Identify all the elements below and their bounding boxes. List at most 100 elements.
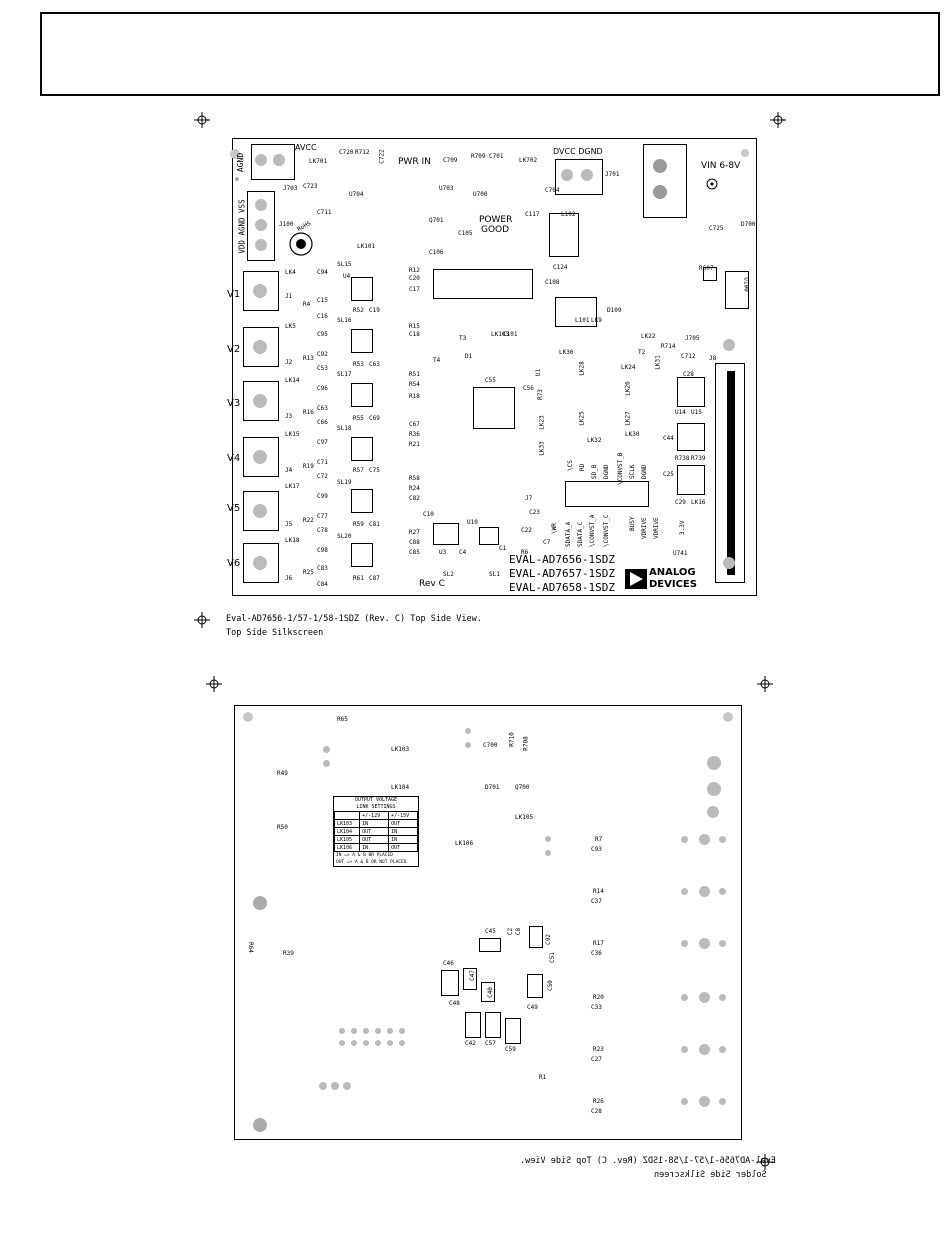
part-label: SL2	[443, 571, 454, 578]
header-frame	[40, 12, 940, 96]
ic-u10	[433, 523, 459, 545]
ch-v5-bnc	[243, 491, 279, 531]
part-label: LK701	[309, 158, 328, 165]
model-line-1: EVAL-AD7656-1SDZ	[509, 553, 615, 566]
signal-label: \CONVST_A	[589, 514, 596, 547]
signal-label: SDATA_C	[577, 521, 584, 547]
part-label: C94	[317, 269, 328, 276]
signal-label: SD_B	[591, 464, 598, 479]
part-label: SL20	[337, 533, 352, 540]
link-settings-table: OUTPUT VOLTAGE LINK SETTINGS +/-12V+/-15…	[333, 796, 419, 867]
cap-c48	[441, 970, 459, 996]
part-label: R36	[409, 431, 420, 438]
part-label: C81	[369, 521, 380, 528]
part-label: C44	[663, 435, 674, 442]
part-label: R26	[593, 1098, 604, 1105]
part-label: C57	[485, 1040, 496, 1047]
ch-v3-bnc	[243, 381, 279, 421]
part-label: C709	[443, 157, 458, 164]
part-label: LK101	[357, 243, 376, 250]
model-line-2: EVAL-AD7657-1SDZ	[509, 567, 615, 580]
channel-link-label: LK15	[285, 431, 300, 438]
amp-ic-v3	[351, 383, 373, 407]
part-label: R58	[409, 475, 420, 482]
registration-mark-icon	[194, 112, 210, 128]
part-label: C20	[409, 275, 420, 282]
diode-d700	[703, 267, 717, 281]
channel-jack-label: J6	[285, 575, 293, 582]
part-label: C7	[543, 539, 551, 546]
part-label: R714	[661, 343, 676, 350]
part-label: R61	[353, 575, 364, 582]
part-label: LK31	[654, 355, 662, 370]
table-cell: IN	[388, 835, 418, 844]
part-label: LK33	[538, 441, 546, 456]
part-label: L101	[575, 317, 590, 324]
part-label: R57	[353, 467, 364, 474]
signal-label: \CS	[567, 460, 574, 471]
part-label: U15	[691, 409, 702, 416]
dvcc-dgnd-label: DVCC DGND	[553, 147, 603, 156]
part-label: C108	[545, 279, 560, 286]
part-label: U14	[675, 409, 686, 416]
vdd-agnd-vss-connector	[247, 191, 275, 261]
part-label: R19	[303, 463, 314, 470]
part-label: C49	[527, 1004, 538, 1011]
channel-v3-label: V3	[227, 398, 241, 409]
revision-label: Rev C	[419, 579, 445, 589]
part-label: SL18	[337, 425, 352, 432]
part-label: C722	[378, 149, 386, 164]
part-label: R16	[303, 409, 314, 416]
ch-v6-bnc	[243, 543, 279, 583]
table-col1-header: +/-12V	[359, 811, 390, 820]
table-cell: OUT	[359, 827, 390, 836]
part-label: C98	[317, 547, 328, 554]
part-label: C28	[591, 1108, 602, 1115]
part-label: LK23	[538, 415, 546, 430]
part-label: C19	[369, 307, 380, 314]
agnd-label: AGND	[236, 152, 246, 173]
part-label: Q701	[429, 217, 444, 224]
part-label: C92	[544, 934, 552, 945]
inductor-l102	[549, 213, 579, 257]
signal-label: SCLK	[629, 464, 636, 479]
table-cell: IN	[359, 819, 390, 828]
part-label: U4	[343, 273, 351, 280]
part-label: T4	[433, 357, 441, 364]
part-label: R65	[337, 716, 348, 723]
part-label: SL17	[337, 371, 352, 378]
part-label: C1	[499, 545, 507, 552]
part-label: R6	[521, 549, 529, 556]
part-label: LK22	[641, 333, 656, 340]
part-label: C17	[409, 286, 420, 293]
part-label: D700	[741, 221, 756, 228]
part-label: C700	[483, 742, 498, 749]
part-label: C704	[545, 187, 560, 194]
part-label: C106	[429, 249, 444, 256]
part-label: C25	[663, 471, 674, 478]
part-label: C63	[317, 405, 328, 412]
part-label: R710	[508, 732, 516, 747]
part-label: R1	[539, 1074, 547, 1081]
part-label: R25	[303, 569, 314, 576]
ic-u15	[677, 377, 705, 407]
part-label: C10	[423, 511, 434, 518]
registration-mark-icon	[194, 612, 210, 628]
part-label: R53	[353, 361, 364, 368]
table-cell: IN	[388, 827, 418, 836]
logo-line-1: ANALOG	[649, 567, 696, 578]
part-label: R27	[409, 529, 420, 536]
part-label: Q700	[515, 784, 530, 791]
signal-label: \CONVST_C	[603, 514, 610, 547]
part-label: U1	[535, 368, 543, 377]
part-label: C33	[591, 1004, 602, 1011]
part-label: SL1	[489, 571, 500, 578]
part-label: R50	[277, 824, 288, 831]
inductor-l101	[555, 297, 597, 327]
registration-mark-icon	[770, 112, 786, 128]
ch-v1-bnc	[243, 271, 279, 311]
registration-mark-icon	[206, 676, 222, 692]
part-label: U700	[473, 191, 488, 198]
signal-label: DGND	[603, 464, 610, 479]
part-label: C40	[486, 987, 494, 998]
